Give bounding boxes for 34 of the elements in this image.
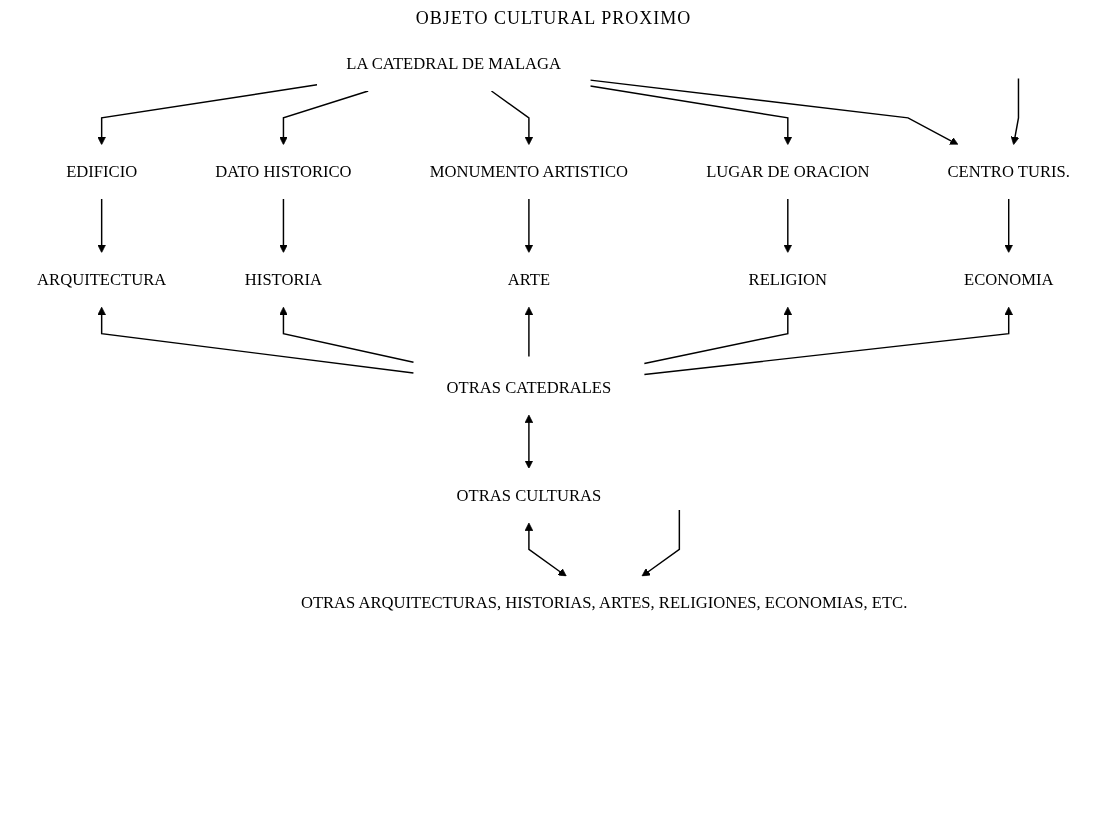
arrow — [97, 84, 318, 146]
node-text: OTRAS ARQUITECTURAS, HISTORIAS, ARTES, RELIGIONES, ECONOMIAS, ETC. — [300, 593, 908, 613]
arrow — [279, 306, 415, 363]
node-text: ARTE — [507, 270, 551, 289]
arrow — [279, 198, 288, 253]
arrow — [279, 90, 369, 146]
arrow — [490, 90, 534, 146]
arrow — [524, 522, 567, 577]
arrow — [643, 306, 793, 365]
arrow — [97, 198, 106, 253]
node-text: CENTRO TURIS. — [947, 162, 1070, 181]
node-text: LUGAR DE ORACION — [706, 162, 870, 181]
diagram-title: OBJETO CULTURAL PROXIMO — [414, 8, 693, 29]
node-text: MONUMENTO ARTISTICO — [429, 162, 629, 181]
node-text: ARQUITECTURA — [37, 270, 167, 289]
arrow — [97, 306, 415, 374]
node-text: ECONOMIA — [963, 270, 1054, 289]
node-text: OTRAS CATEDRALES — [446, 378, 612, 397]
arrow — [1004, 198, 1013, 253]
arrow — [589, 85, 793, 146]
arrow — [641, 509, 681, 577]
node-text: EDIFICIO — [66, 162, 138, 181]
arrow — [1010, 77, 1020, 146]
node-text: DATO HISTORICO — [215, 162, 352, 181]
arrow — [524, 414, 534, 469]
arrow — [524, 306, 534, 358]
node-text: HISTORIA — [244, 270, 323, 289]
node-text: RELIGION — [748, 270, 827, 289]
arrow — [589, 79, 959, 146]
arrow — [524, 198, 534, 253]
node-text: LA CATEDRAL DE MALAGA — [346, 54, 562, 73]
node-text: OTRAS CULTURAS — [456, 485, 602, 505]
arrow — [783, 198, 793, 253]
arrow — [643, 306, 1013, 376]
